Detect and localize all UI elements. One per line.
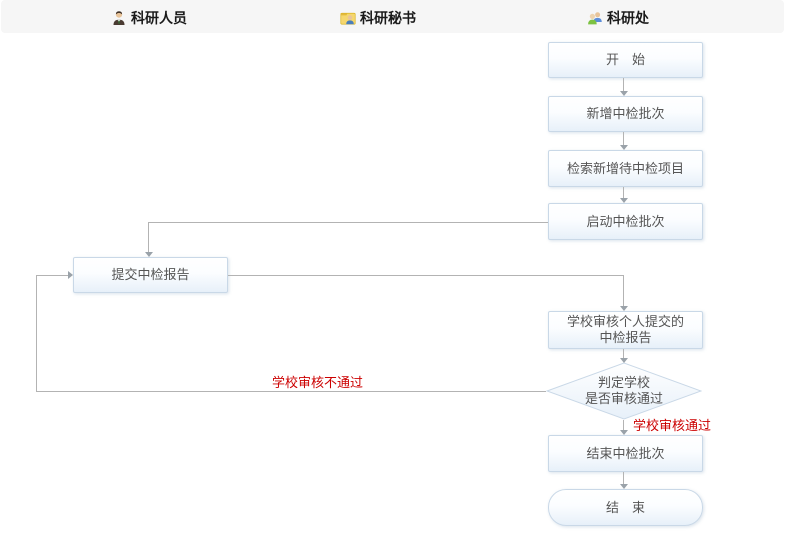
flow-node-school-review: 学校审核个人提交的 中检报告 [548, 311, 703, 349]
flow-node-end: 结 束 [548, 489, 703, 526]
node-label-line1: 学校审核个人提交的 [566, 314, 684, 329]
connector-end-batch-to-end [623, 472, 624, 484]
arrowhead-down-icon [620, 91, 628, 96]
arrowhead-down-icon [620, 145, 628, 150]
researcher-icon [111, 10, 127, 26]
edge-label-review-passed: 学校审核通过 [633, 418, 712, 433]
node-label: 提交中检报告 [111, 267, 190, 282]
edge-label-review-rejected: 学校审核不通过 [272, 375, 364, 390]
flow-node-search-pending: 检索新增待中检项目 [548, 150, 703, 187]
lane-header-bar: 科研人员 科研秘书 科研处 [1, 0, 784, 33]
connector-search-to-launch [623, 187, 624, 198]
node-label: 结 束 [605, 499, 645, 515]
decision-diamond-shape [546, 362, 702, 420]
flow-node-launch-batch: 启动中检批次 [548, 203, 703, 240]
connector-launch-to-submit-v [148, 222, 149, 252]
node-label-line2: 中检报告 [599, 330, 652, 345]
node-label: 启动中检批次 [586, 213, 665, 229]
node-label: 开 始 [605, 52, 645, 67]
arrowhead-down-icon [620, 198, 628, 203]
decision-label: 判定学校 是否审核通过 [546, 362, 702, 420]
secretary-icon [340, 10, 356, 26]
connector-decision-to-end-batch [623, 420, 624, 430]
connector-rejected-top-h [36, 275, 68, 276]
connector-submit-to-review-v [623, 275, 624, 306]
node-label-line1: 判定学校 [597, 375, 650, 390]
lane-label: 科研处 [607, 10, 649, 26]
node-label-line2: 是否审核通过 [584, 391, 663, 406]
arrowhead-down-icon [145, 252, 153, 257]
flow-node-start: 开 始 [548, 42, 703, 78]
connector-review-to-decision [623, 349, 624, 358]
arrowhead-down-icon [620, 306, 628, 311]
lane-label: 科研人员 [131, 10, 187, 26]
arrowhead-down-icon [620, 484, 628, 489]
lane-title-researcher: 科研人员 [111, 8, 187, 28]
arrowhead-down-icon [620, 430, 628, 435]
flow-node-decision: 判定学校 是否审核通过 [546, 362, 702, 420]
connector-add-batch-to-search [623, 132, 624, 145]
lane-title-secretary: 科研秘书 [340, 8, 416, 28]
office-icon [587, 10, 603, 26]
node-label: 检索新增待中检项目 [566, 160, 684, 176]
node-label: 新增中检批次 [586, 106, 665, 121]
lane-label: 科研秘书 [360, 10, 416, 26]
arrowhead-right-icon [68, 271, 73, 279]
connector-rejected-bottom-h [36, 391, 546, 392]
connector-rejected-left-v [36, 275, 37, 391]
flow-node-submit-report: 提交中检报告 [73, 257, 228, 293]
node-label: 结束中检批次 [586, 445, 665, 461]
lane-title-office: 科研处 [587, 8, 649, 28]
connector-start-to-add-batch [623, 78, 624, 91]
arrowhead-down-icon [620, 358, 628, 363]
connector-launch-to-submit-h [148, 222, 548, 223]
flow-node-end-batch: 结束中检批次 [548, 435, 703, 472]
flow-node-add-batch: 新增中检批次 [548, 96, 703, 132]
connector-submit-to-review-h [228, 275, 623, 276]
